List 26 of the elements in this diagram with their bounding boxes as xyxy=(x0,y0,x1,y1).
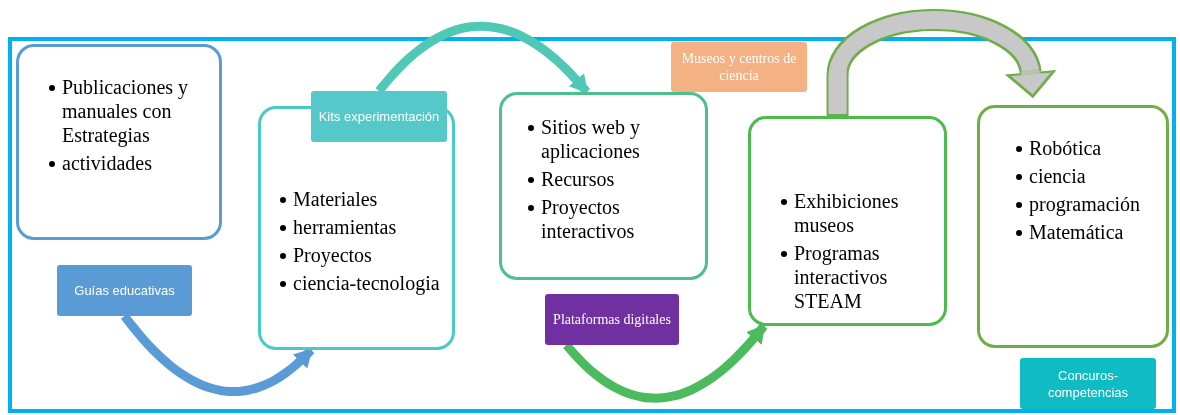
bullet-item: actividades xyxy=(49,151,211,175)
rounded-box xyxy=(977,105,1169,348)
rounded-box xyxy=(748,116,947,326)
bullet-item: Sitios web y aplicaciones xyxy=(528,115,697,163)
category-label: Museos y centros de ciencia xyxy=(671,42,807,92)
rounded-box xyxy=(258,106,455,350)
category-label: Concuros-competencias xyxy=(1020,358,1156,409)
rounded-box xyxy=(16,44,222,240)
curved-arrow xyxy=(120,313,315,397)
bullet-item: Materiales xyxy=(280,187,444,211)
rounded-box xyxy=(499,92,708,280)
bullet-item: Proyectos xyxy=(280,243,444,267)
category-label: Plataformas digitales xyxy=(545,294,679,345)
bullet-item: Programas interactivos STEAM xyxy=(781,241,936,313)
bullet-item: ciencia-tecnologia xyxy=(280,271,444,295)
category-label: Kits experimentación xyxy=(311,91,447,142)
bullet-item: herramientas xyxy=(280,215,444,239)
bullet-item: programación xyxy=(1016,192,1158,216)
bullet-item: Proyectos interactivos xyxy=(528,195,697,243)
category-label: Guías educativas xyxy=(57,265,192,316)
bullet-item: Robótica xyxy=(1016,136,1158,160)
bullet-item: Exhibiciones museos xyxy=(781,189,936,237)
bullet-item: Recursos xyxy=(528,167,697,191)
curved-arrow xyxy=(563,323,768,403)
bullet-item: ciencia xyxy=(1016,164,1158,188)
bullet-item: Matemática xyxy=(1016,220,1158,244)
